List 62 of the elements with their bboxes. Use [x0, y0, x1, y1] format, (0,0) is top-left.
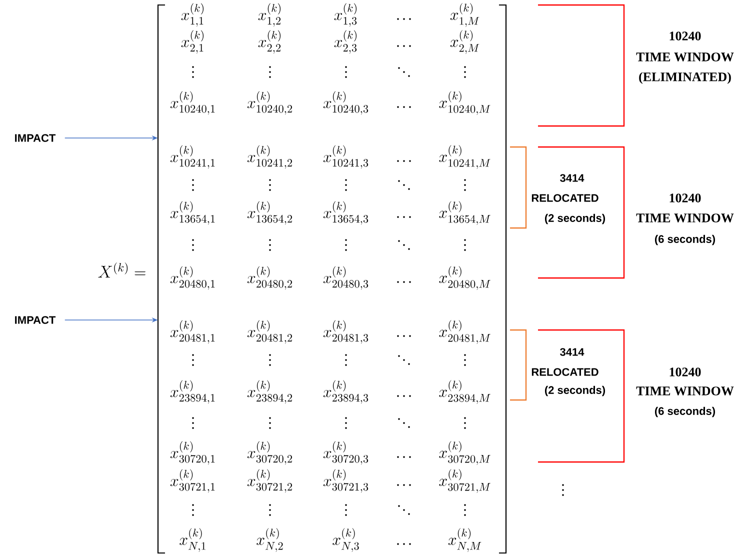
matrix-entry: $x^{(k)}_{20480,2}$ [247, 266, 292, 290]
matrix-entry: $x^{(k)}_{20481,3}$ [323, 320, 368, 344]
matrix-entry: $x^{(k)}_{30721,3}$ [323, 469, 368, 493]
matrix-entry: $x^{(k)}_{30720,2}$ [247, 441, 292, 465]
matrix-entry: $x^{(k)}_{10240,2}$ [247, 91, 292, 115]
matrix-entry: $x^{(k)}_{2,M}$ [450, 30, 480, 54]
matrix-entry: $x^{(k)}_{23894,M}$ [439, 380, 490, 404]
matrix-entry: $x^{(k)}_{1,2}$ [258, 3, 281, 27]
bracket-label: (6 seconds) [654, 234, 715, 246]
impact-label: IMPACT [15, 316, 56, 324]
matrix-entry: $x^{(k)}_{10241,1}$ [170, 145, 215, 169]
bracket-label: RELOCATED [532, 194, 598, 202]
matrix-entry: $x^{(k)}_{30721,M}$ [439, 469, 490, 493]
matrix-entry: $x^{(k)}_{30720,3}$ [323, 441, 368, 465]
matrix-entry: $x^{(k)}_{N,M}$ [448, 528, 482, 552]
bracket-label: 10240 [670, 32, 701, 40]
matrix-entry: $x^{(k)}_{1,M}$ [450, 3, 480, 27]
matrix-entry: $x^{(k)}_{23894,3}$ [323, 380, 368, 404]
matrix-entry: $x^{(k)}_{10241,2}$ [247, 145, 292, 169]
matrix-entry: $x^{(k)}_{1,3}$ [334, 3, 357, 27]
bracket-label: RELOCATED [532, 368, 598, 376]
bracket-label: 10240 [670, 194, 701, 202]
matrix-entry: $x^{(k)}_{30720,M}$ [439, 441, 490, 465]
matrix-entry: $x^{(k)}_{2,3}$ [334, 30, 357, 54]
matrix-entry: $x^{(k)}_{20480,3}$ [323, 266, 368, 290]
matrix-entry: $x^{(k)}_{1,1}$ [181, 3, 204, 27]
bracket-label: 10240 [670, 368, 701, 376]
matrix-entry: $x^{(k)}_{N,1}$ [180, 528, 206, 552]
matrix-entry: $x^{(k)}_{10240,3}$ [323, 91, 368, 115]
bracket-label: (ELIMINATED) [639, 72, 731, 84]
bracket-label: TIME WINDOW [636, 386, 734, 396]
matrix-entry: $x^{(k)}_{30720,1}$ [170, 441, 215, 465]
matrix-entry: $x^{(k)}_{13654,M}$ [439, 201, 490, 225]
matrix-entry: $x^{(k)}_{23894,1}$ [170, 380, 215, 404]
matrix-entry: $x^{(k)}_{N,2}$ [256, 528, 283, 552]
matrix-entry: $x^{(k)}_{30721,1}$ [170, 469, 215, 493]
matrix-entry: $x^{(k)}_{13654,1}$ [170, 201, 215, 225]
matrix-entry: $x^{(k)}_{13654,2}$ [247, 201, 292, 225]
matrix-entry: $x^{(k)}_{13654,3}$ [323, 201, 368, 225]
impact-label: IMPACT [15, 134, 56, 142]
matrix-entry: $x^{(k)}_{20480,M}$ [439, 266, 490, 290]
bracket-label: 3414 [560, 174, 584, 182]
bracket-label: (6 seconds) [654, 406, 715, 418]
matrix-entry: $x^{(k)}_{N,3}$ [332, 528, 359, 552]
matrix-entry: $x^{(k)}_{20481,M}$ [439, 320, 490, 344]
matrix-entry: $x^{(k)}_{30721,2}$ [247, 469, 292, 493]
matrix-entry: $x^{(k)}_{2,1}$ [181, 30, 204, 54]
matrix-entry: $x^{(k)}_{23894,2}$ [247, 380, 292, 404]
bracket-label: TIME WINDOW [636, 214, 734, 222]
matrix-name: $X^{(k)} =$ [98, 262, 146, 278]
matrix-entry: $x^{(k)}_{10240,1}$ [170, 91, 215, 115]
bracket-label: (2 seconds) [544, 214, 605, 224]
matrix-entry: $x^{(k)}_{2,2}$ [258, 30, 281, 54]
matrix-entry: $x^{(k)}_{20481,1}$ [170, 320, 215, 344]
bracket-label: TIME WINDOW [636, 52, 734, 62]
matrix-entry: $x^{(k)}_{20481,2}$ [247, 320, 292, 344]
bracket-label: 3414 [560, 348, 584, 356]
matrix-entry: $x^{(k)}_{20480,1}$ [170, 266, 215, 290]
bracket-label: (2 seconds) [544, 386, 605, 396]
matrix-entry: $x^{(k)}_{10241,3}$ [323, 145, 368, 169]
matrix-entry: $x^{(k)}_{10240,M}$ [439, 91, 490, 115]
matrix-entry: $x^{(k)}_{10241,M}$ [439, 145, 490, 169]
